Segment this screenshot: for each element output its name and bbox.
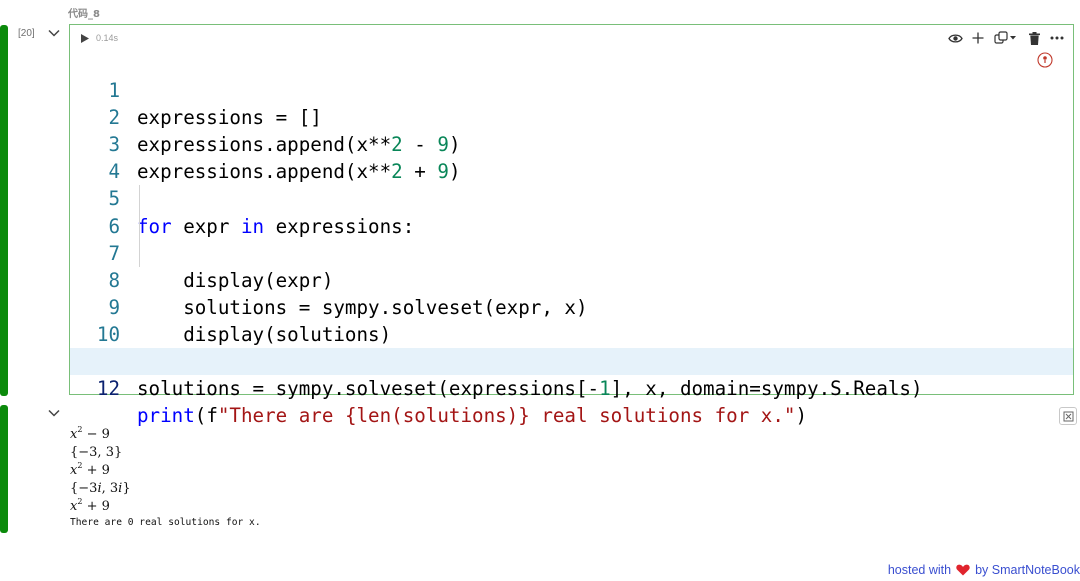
output-status-bar[interactable] — [0, 405, 8, 533]
line-number: 12 — [96, 377, 120, 401]
delete-icon[interactable] — [1026, 30, 1042, 46]
code-line: 4 — [70, 131, 1073, 183]
line-number: 7 — [108, 241, 120, 265]
footer-prefix: hosted with — [887, 563, 952, 577]
line-number: 3 — [108, 133, 120, 157]
line-number: 2 — [108, 106, 120, 130]
line-number: 10 — [96, 322, 120, 346]
cell-toolbar — [947, 30, 1065, 46]
ai-assist-icon[interactable] — [1037, 52, 1053, 68]
add-icon[interactable] — [970, 30, 986, 46]
copy-dropdown-icon[interactable] — [993, 30, 1019, 46]
more-icon[interactable] — [1049, 30, 1065, 46]
code-line: 3 expressions.append(x**2 + 9) — [70, 104, 1073, 183]
cell-output: x2 − 9 {−3, 3} x2 + 9 {−3i, 3i} x2 + 9 T… — [70, 425, 261, 529]
collapse-cell-chevron-icon[interactable] — [47, 26, 61, 40]
output-actions-icon[interactable] — [1059, 407, 1077, 425]
code-line: 2 expressions.append(x**2 - 9) — [70, 77, 1073, 156]
code-line: 9 — [70, 267, 1073, 319]
line-code: expressions.append(x**2 + 9) — [137, 160, 461, 184]
code-editor[interactable]: 1 expressions = [] 2 expressions.append(… — [70, 50, 1073, 427]
line-code: print(f"There are {len(solutions)} real … — [137, 404, 808, 428]
line-code: display(expr) — [137, 268, 334, 292]
cell-status-bar[interactable] — [0, 25, 8, 396]
indent-guide — [139, 239, 140, 267]
math-output: x2 + 9 — [70, 461, 110, 479]
indent-guide — [139, 185, 140, 213]
cell-label: 代码_8 — [68, 9, 100, 20]
indent-guide — [139, 212, 140, 240]
collapse-output-chevron-icon[interactable] — [47, 406, 61, 420]
run-area: 0.14s — [80, 33, 118, 43]
run-cell-play-icon[interactable] — [80, 33, 90, 43]
math-output: x2 + 9 — [70, 497, 110, 515]
stdout-output: There are 0 real solutions for x. — [70, 517, 261, 528]
math-output: x2 − 9 — [70, 425, 110, 443]
code-line: 5 for expr in expressions: — [70, 158, 1073, 237]
line-code: expressions = [] — [137, 106, 322, 130]
line-code: solutions = sympy.solveset(expressions[-… — [137, 377, 923, 401]
math-output: {−3i, 3i} — [70, 481, 131, 496]
line-number: 1 — [108, 79, 120, 103]
code-line: 6 display(expr) — [70, 185, 1073, 292]
code-line: 10 display(expressions[-1]) — [70, 294, 1073, 373]
line-number: 6 — [108, 214, 120, 238]
eye-icon[interactable] — [947, 30, 963, 46]
line-code: solutions = sympy.solveset(expr, x) — [137, 295, 588, 319]
code-line: 1 expressions = [] — [70, 50, 1073, 129]
line-code: expressions.append(x**2 - 9) — [137, 133, 461, 157]
line-code: display(solutions) — [137, 322, 392, 346]
code-line: 7 solutions = sympy.solveset(expr, x) — [70, 212, 1073, 319]
code-line-active: 12 print(f"There are {len(solutions)} re… — [70, 348, 1073, 427]
execution-count: [20] — [18, 28, 35, 39]
code-cell[interactable]: 0.14s 1 — [69, 24, 1074, 427]
line-number: 8 — [108, 268, 120, 292]
code-line: 8 display(solutions) — [70, 239, 1073, 346]
line-code: for expr in expressions: — [137, 214, 415, 238]
heart-icon — [956, 564, 970, 576]
footer-credit[interactable]: hosted with by SmartNoteBook — [880, 563, 1080, 577]
footer-suffix: by SmartNoteBook — [975, 563, 1080, 577]
math-output: {−3, 3} — [70, 445, 123, 460]
line-number: 5 — [108, 187, 120, 211]
line-number: 9 — [108, 295, 120, 319]
run-time: 0.14s — [96, 33, 119, 43]
line-number: 4 — [108, 160, 120, 184]
code-line: 11 solutions = sympy.solveset(expression… — [70, 321, 1073, 400]
